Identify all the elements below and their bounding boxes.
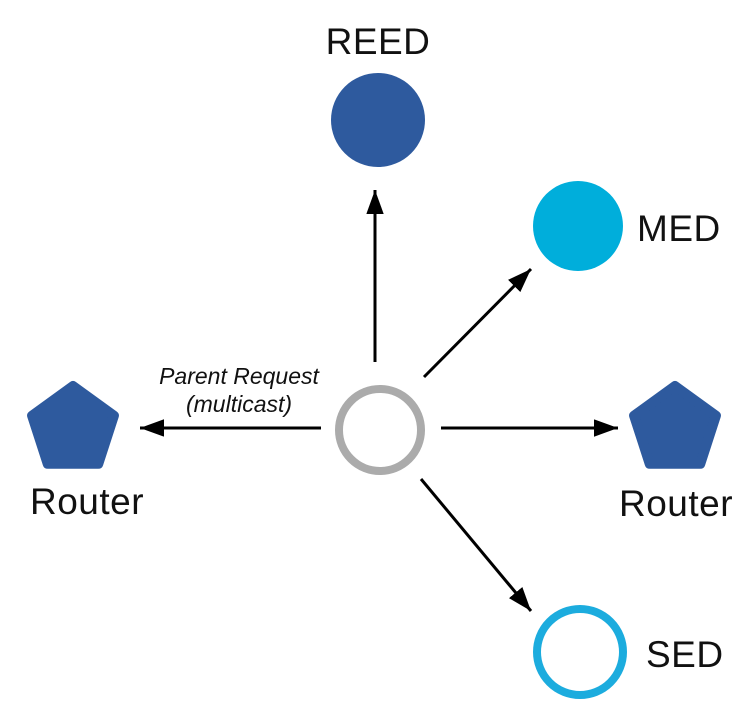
reed-node	[331, 73, 425, 167]
arrow-to-sed	[419, 478, 533, 612]
router-right-node	[629, 381, 721, 469]
labels: REED MED Router Router SED Parent Reques…	[30, 21, 733, 675]
med-label: MED	[637, 208, 721, 249]
router-left-label: Router	[30, 481, 144, 522]
joiner-node	[335, 385, 425, 475]
sed-node	[533, 605, 627, 699]
parent-request-label-line1: Parent Request	[159, 363, 320, 389]
parent-request-label-line2: (multicast)	[186, 391, 292, 417]
edges	[140, 190, 618, 612]
med-node	[533, 181, 623, 271]
nodes	[27, 73, 721, 699]
arrow-to-med	[422, 267, 533, 379]
router-left-node	[27, 381, 119, 469]
router-right-label: Router	[619, 483, 733, 524]
sed-label: SED	[646, 634, 724, 675]
reed-label: REED	[326, 21, 431, 62]
